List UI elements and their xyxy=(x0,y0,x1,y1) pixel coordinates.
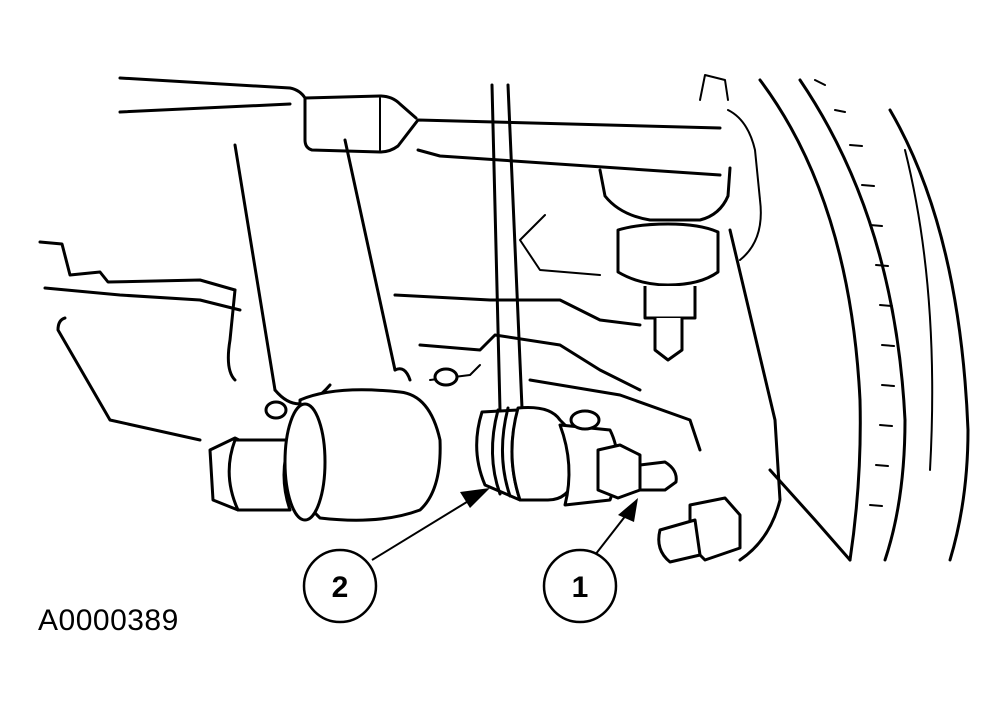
ball-joint-assembly xyxy=(598,74,762,362)
lower-bolt xyxy=(657,496,742,564)
brake-rotor xyxy=(758,78,970,562)
strut-body xyxy=(233,138,412,406)
callout-number-1: 1 xyxy=(572,571,589,604)
figure-id-label: A0000389 xyxy=(38,604,179,637)
lower-control-arm xyxy=(38,214,702,452)
steering-knuckle xyxy=(728,228,852,562)
callout-2: 2 xyxy=(302,488,490,624)
mounting-bolt xyxy=(208,367,459,522)
link-end-nut xyxy=(558,409,678,507)
tie-rod xyxy=(118,76,722,177)
link-bushing xyxy=(475,406,579,502)
stabilizer-link-rod xyxy=(490,83,524,412)
callout-1: 1 xyxy=(542,498,638,624)
callout-number-2: 2 xyxy=(332,571,349,604)
